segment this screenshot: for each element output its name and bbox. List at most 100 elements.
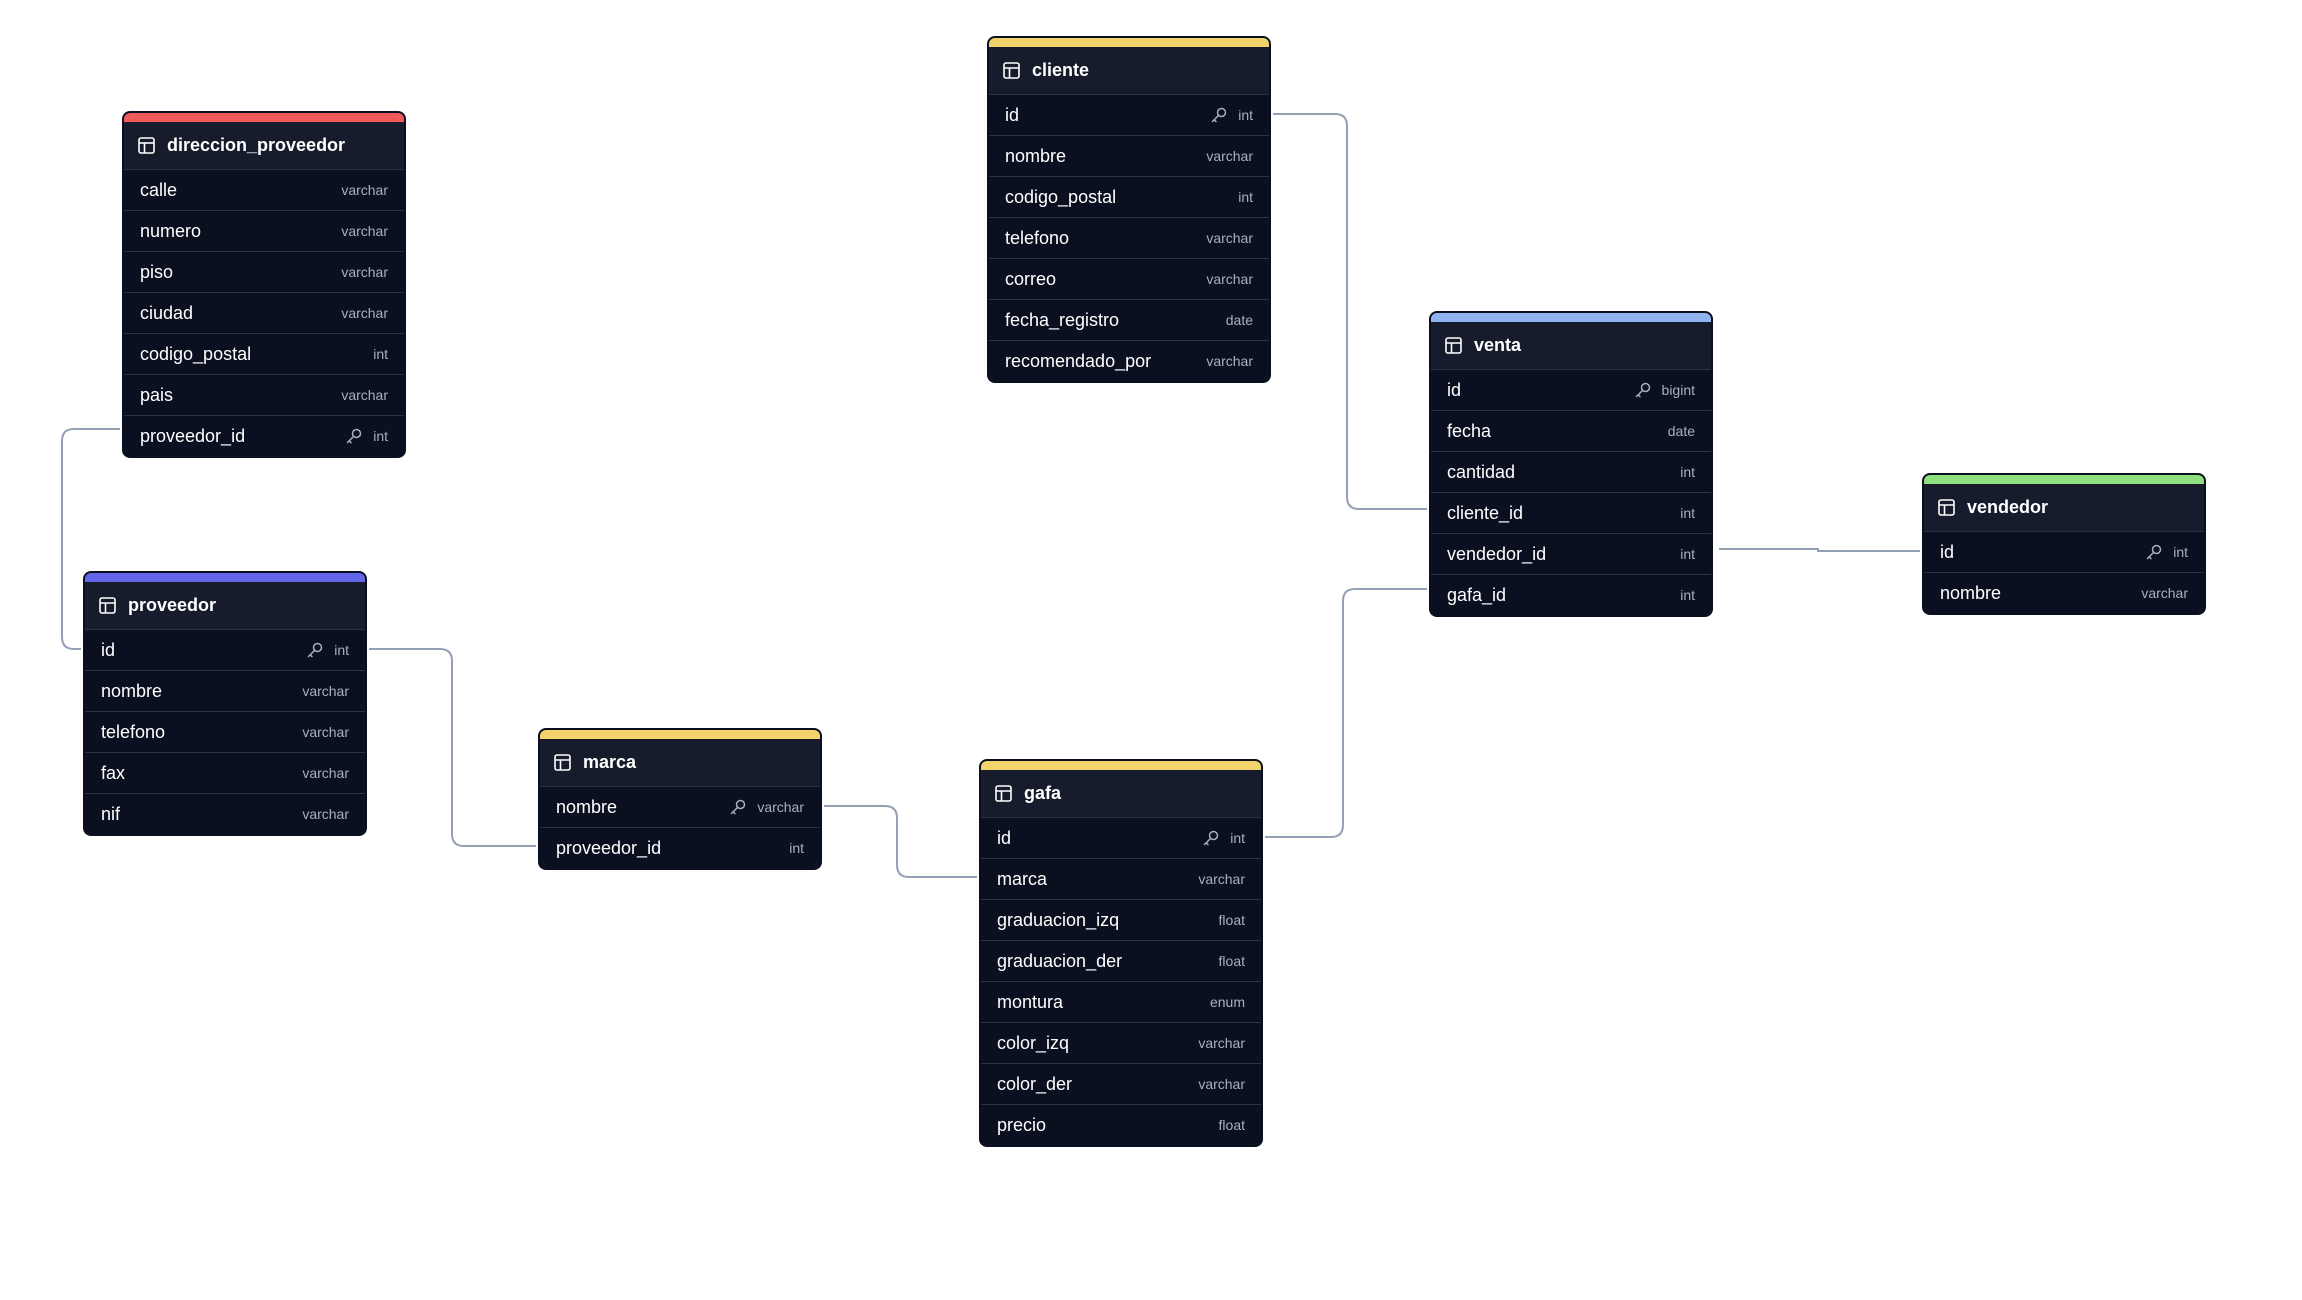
- column-name: proveedor_id: [556, 837, 662, 858]
- column-row[interactable]: gafa_id int: [1431, 574, 1711, 615]
- column-meta: int: [2145, 543, 2188, 561]
- column-row[interactable]: cantidad int: [1431, 451, 1711, 492]
- column-name: nombre: [1005, 145, 1067, 166]
- table-title: gafa: [1024, 783, 1062, 803]
- table-title: marca: [583, 752, 637, 772]
- column-meta: int: [1680, 505, 1695, 521]
- column-name: vendedor_id: [1447, 543, 1547, 564]
- relationship-line[interactable]: [1719, 548, 1920, 552]
- column-name: marca: [997, 868, 1048, 889]
- table-header[interactable]: proveedor: [85, 582, 365, 629]
- column-name: color_izq: [997, 1032, 1070, 1053]
- relationship-line[interactable]: [1265, 588, 1427, 838]
- column-type: varchar: [1198, 1076, 1245, 1092]
- column-meta: varchar: [302, 683, 349, 699]
- column-row[interactable]: fecha_registro date: [989, 299, 1269, 340]
- column-name: codigo_postal: [140, 343, 252, 364]
- column-meta: int: [1680, 587, 1695, 603]
- column-type: varchar: [1206, 353, 1253, 369]
- column-type: varchar: [1206, 230, 1253, 246]
- column-meta: float: [1219, 1117, 1245, 1133]
- table-header[interactable]: marca: [540, 739, 820, 786]
- table-header[interactable]: gafa: [981, 770, 1261, 817]
- column-meta: int: [1680, 546, 1695, 562]
- column-meta: varchar: [341, 305, 388, 321]
- table-header[interactable]: direccion_proveedor: [124, 122, 404, 169]
- column-name: piso: [140, 261, 174, 282]
- column-row[interactable]: codigo_postal int: [124, 333, 404, 374]
- table-title: vendedor: [1967, 497, 2049, 517]
- column-name: nombre: [101, 680, 163, 701]
- table-icon: [554, 754, 571, 771]
- table-header[interactable]: venta: [1431, 322, 1711, 369]
- column-type: varchar: [341, 305, 388, 321]
- column-meta: date: [1226, 312, 1253, 328]
- column-meta: varchar: [1198, 1076, 1245, 1092]
- column-name: montura: [997, 991, 1064, 1012]
- column-type: int: [1680, 464, 1695, 480]
- table-header[interactable]: cliente: [989, 47, 1269, 94]
- column-type: int: [373, 346, 388, 362]
- relationship-line[interactable]: [369, 648, 536, 847]
- table-title: cliente: [1032, 60, 1090, 80]
- column-name: pais: [140, 384, 174, 405]
- column-meta: int: [306, 641, 349, 659]
- column-meta: varchar: [302, 765, 349, 781]
- column-meta: varchar: [341, 182, 388, 198]
- column-name: graduacion_izq: [997, 909, 1120, 930]
- relationship-line[interactable]: [1273, 113, 1427, 510]
- relationship-line[interactable]: [824, 805, 977, 878]
- column-name: gafa_id: [1447, 584, 1507, 605]
- column-row[interactable]: nombre varchar: [85, 670, 365, 711]
- table-accent-bar: [1924, 475, 2204, 484]
- column-name: fecha: [1447, 420, 1492, 441]
- column-meta: int: [789, 840, 804, 856]
- column-meta: int: [345, 427, 388, 445]
- column-row[interactable]: vendedor_id int: [1431, 533, 1711, 574]
- table-header[interactable]: vendedor: [1924, 484, 2204, 531]
- column-name: fecha_registro: [1005, 309, 1120, 330]
- column-row[interactable]: proveedor_id int: [540, 827, 820, 868]
- column-name: cantidad: [1447, 461, 1516, 482]
- column-name: correo: [1005, 268, 1057, 289]
- column-name: id: [997, 827, 1012, 848]
- column-type: int: [1238, 189, 1253, 205]
